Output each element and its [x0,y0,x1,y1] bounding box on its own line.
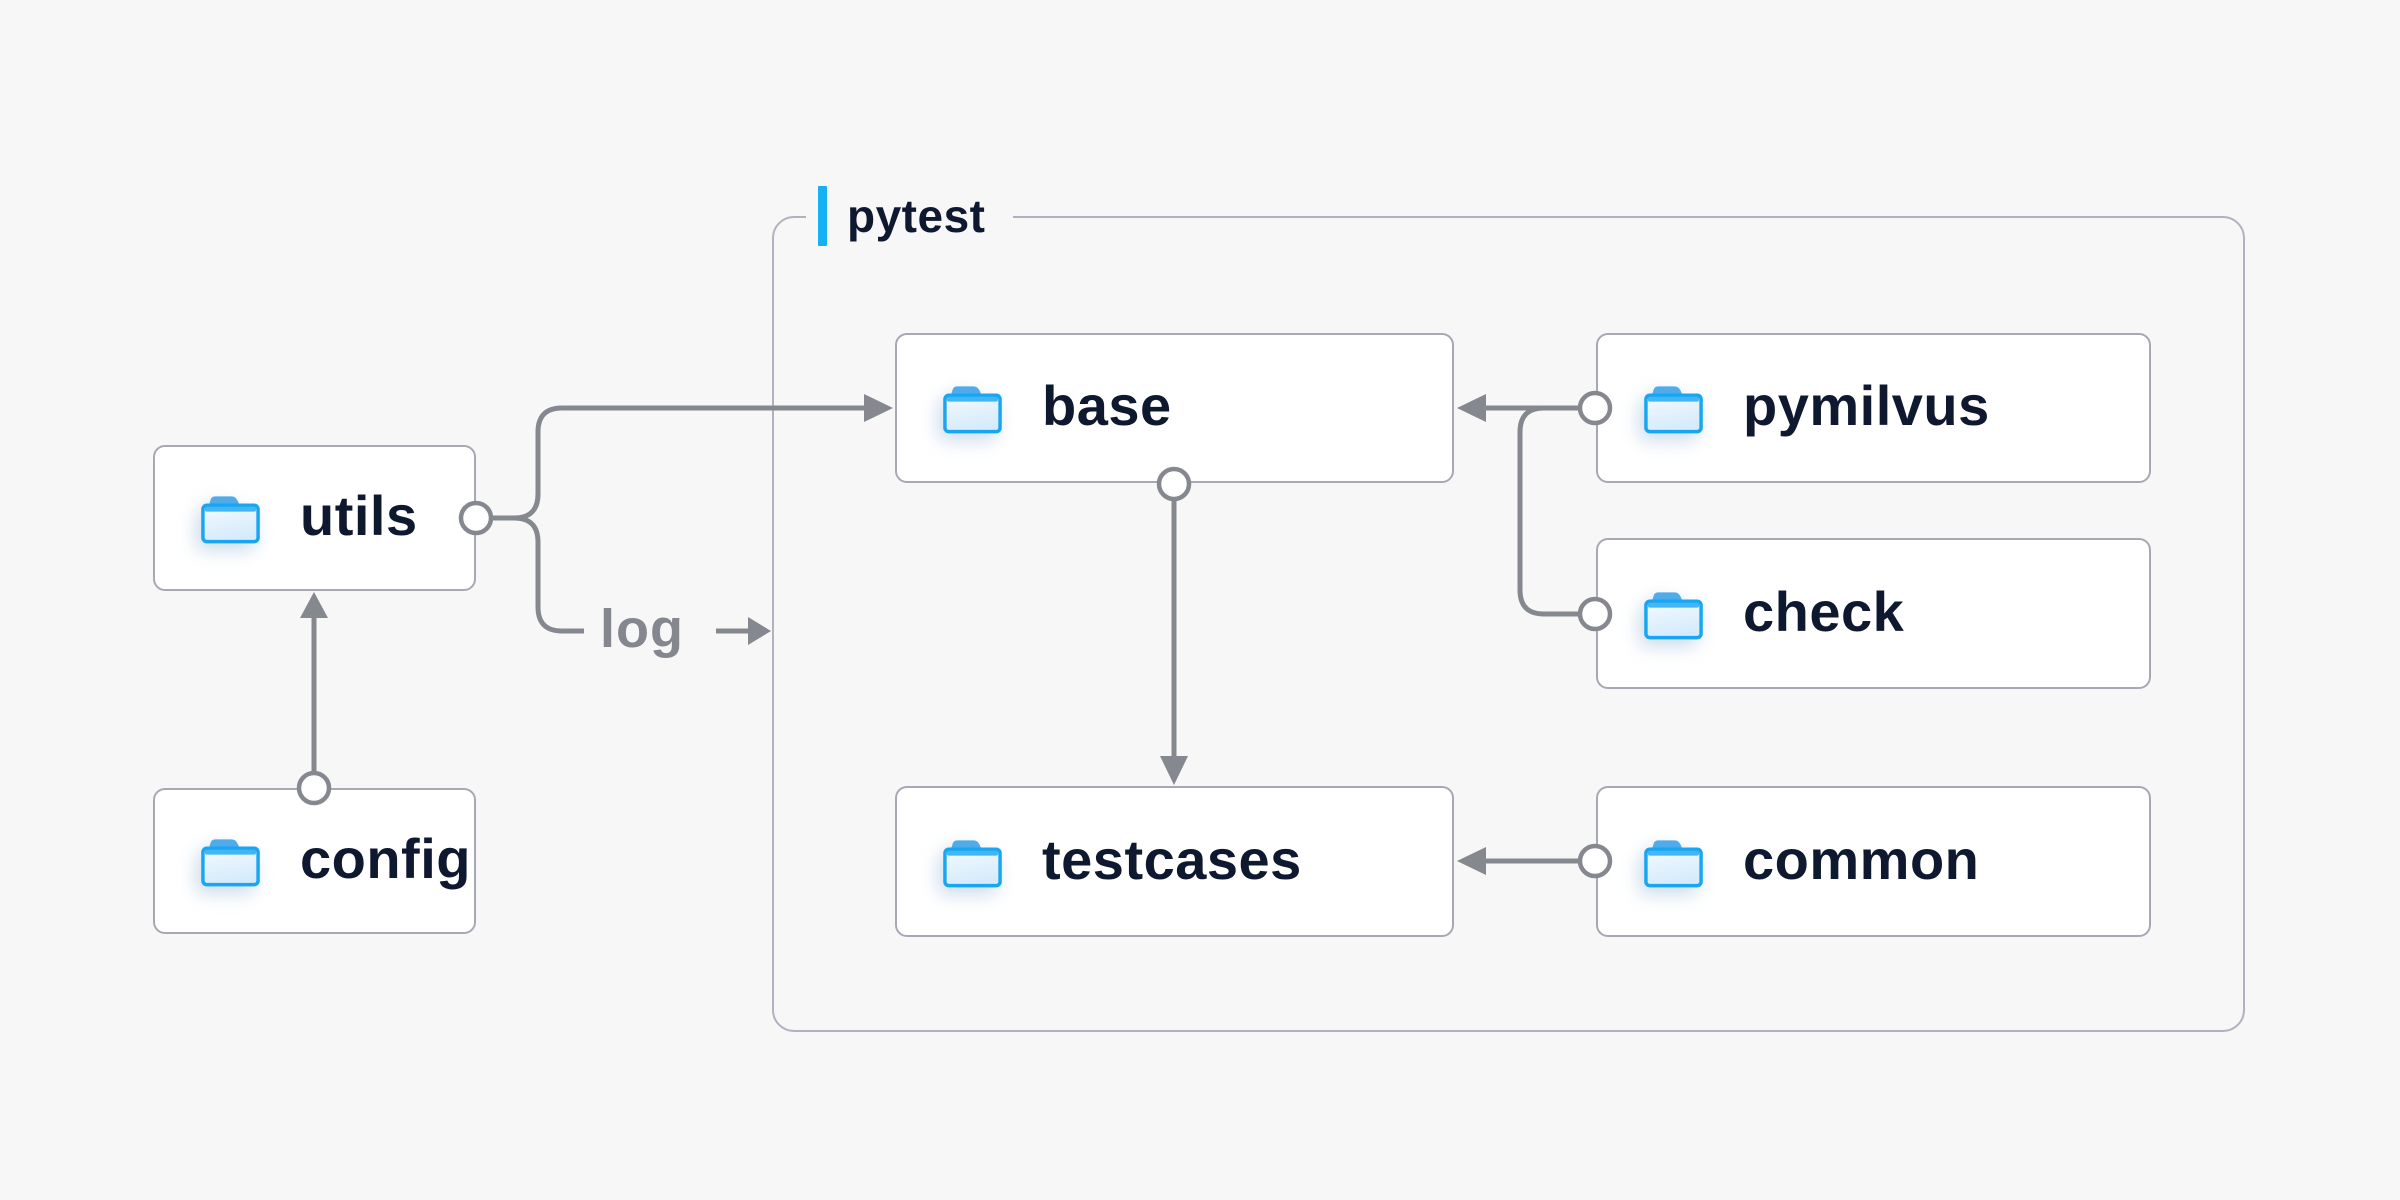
node-common: common [1596,786,2151,937]
folder-icon [201,496,260,544]
edge-config-to-utils [296,592,332,806]
folder-icon [943,839,1002,887]
pytest-group-label-text: pytest [847,190,986,242]
node-label: testcases [1042,827,1302,891]
edge-label-log: log [600,598,684,659]
pytest-group-label: pytest [806,178,1014,254]
node-label: check [1743,579,1905,643]
node-utils: utils [153,445,476,591]
node-label: config [300,827,471,890]
node-testcases: testcases [895,786,1454,937]
folder-icon [1644,839,1703,887]
node-label: utils [300,484,418,547]
node-label: base [1042,374,1172,437]
folder-icon [1644,386,1703,434]
folder-icon [943,386,1002,434]
node-config: config [153,788,476,934]
node-pymilvus: pymilvus [1596,333,2151,483]
folder-icon [201,839,260,887]
pytest-group-container [772,216,2245,1032]
node-base: base [895,333,1454,483]
node-label: pymilvus [1743,374,1990,437]
node-check: check [1596,538,2151,689]
folder-icon [1644,591,1703,639]
node-label: common [1743,827,1980,891]
accent-bar [818,186,827,246]
